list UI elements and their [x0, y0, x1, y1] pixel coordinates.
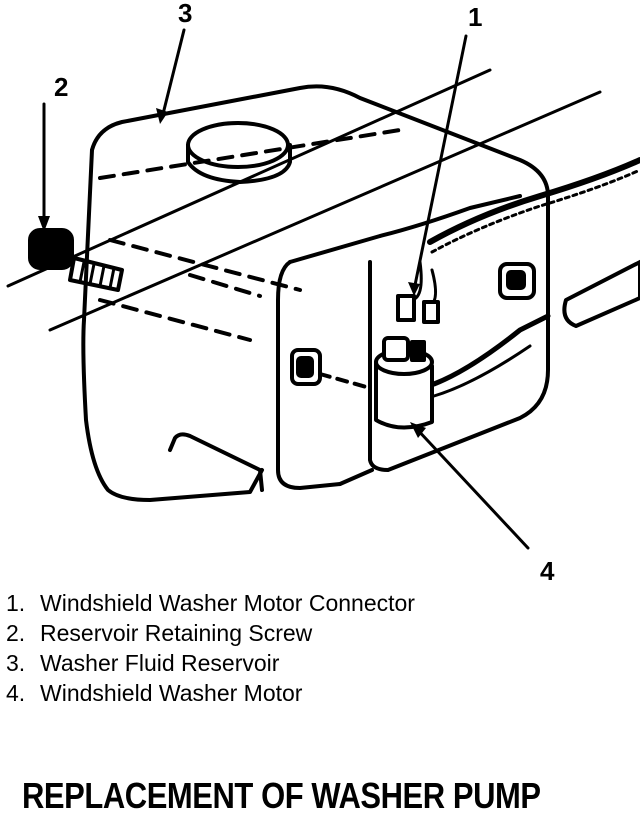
retaining-screw	[28, 228, 124, 292]
parts-legend: 1. Windshield Washer Motor Connector 2. Re…	[6, 588, 626, 708]
hose	[427, 157, 640, 245]
motor-connector	[396, 294, 440, 324]
legend-item: 2. Reservoir Retaining Screw	[6, 618, 626, 648]
legend-item: 4. Windshield Washer Motor	[6, 678, 626, 708]
reservoir-top	[90, 84, 550, 234]
figure-caption: REPLACEMENT OF WASHER PUMP	[22, 775, 541, 816]
legend-text: Reservoir Retaining Screw	[40, 620, 313, 646]
reservoir-side-lower	[368, 230, 550, 472]
callout-3: 3	[178, 0, 193, 28]
washer-motor	[374, 336, 434, 430]
legend-number: 3.	[6, 650, 26, 676]
washer-reservoir-illustration	[6, 28, 640, 550]
legend-text: Windshield Washer Motor	[40, 680, 303, 706]
leader-line-1	[412, 34, 468, 292]
legend-number: 2.	[6, 620, 26, 646]
leader-line-4	[412, 424, 530, 550]
mounting-grommet-right	[498, 262, 536, 300]
mounting-grommet	[290, 348, 372, 390]
legend-item: 1. Windshield Washer Motor Connector	[6, 588, 626, 618]
legend-number: 4.	[6, 680, 26, 706]
callout-1: 1	[468, 2, 483, 32]
washer-tube	[562, 260, 640, 328]
callout-4: 4	[540, 556, 555, 586]
reservoir-front-edge	[276, 260, 342, 490]
reservoir-bottom-recess	[168, 432, 264, 492]
reservoir-side-panel	[288, 194, 522, 264]
legend-text: Windshield Washer Motor Connector	[40, 590, 415, 616]
legend-number: 1.	[6, 590, 26, 616]
callout-2: 2	[54, 72, 69, 102]
leader-line-3	[160, 28, 186, 120]
legend-text: Washer Fluid Reservoir	[40, 650, 280, 676]
legend-item: 3. Washer Fluid Reservoir	[6, 648, 626, 678]
reservoir-body-outline	[81, 148, 264, 502]
